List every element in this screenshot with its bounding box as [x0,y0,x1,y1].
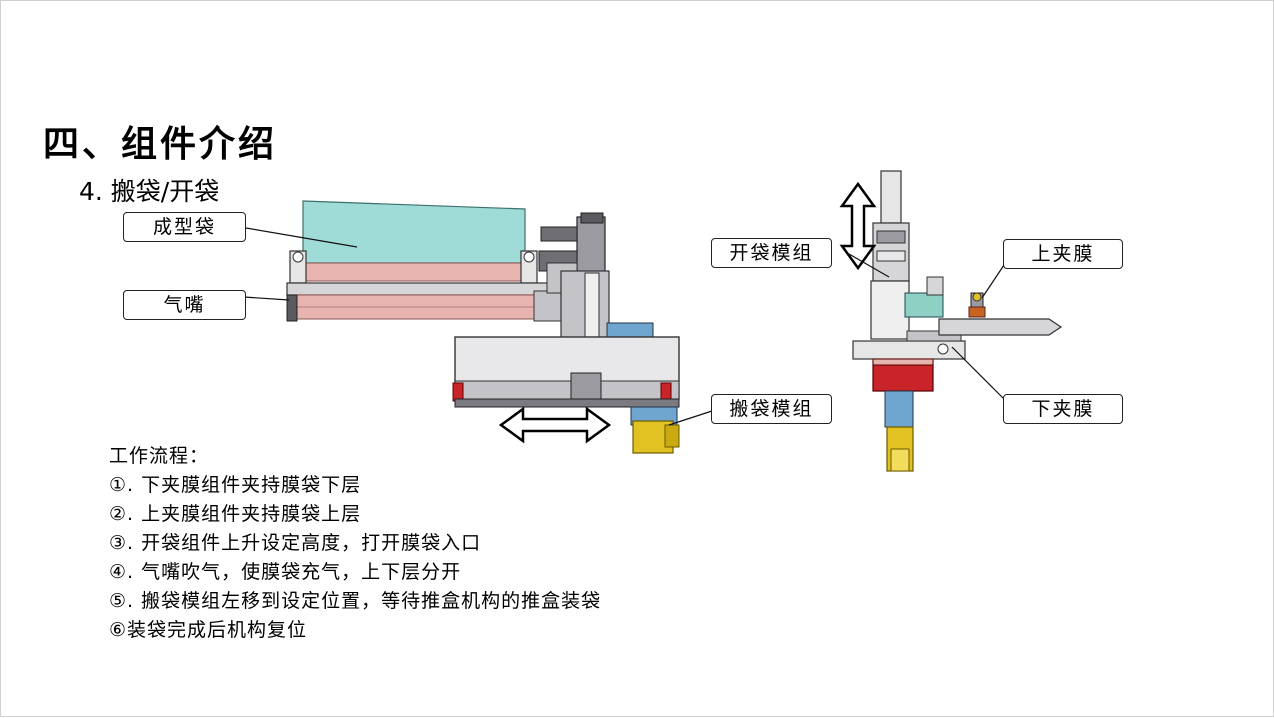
callout-bag-moving-module: 搬袋模组 [711,394,832,424]
workflow-step: ⑥装袋完成后机构复位 [109,619,308,641]
workflow-step: ②. 上夹膜组件夹持膜袋上层 [109,503,362,525]
callout-air-nozzle: 气嘴 [123,290,246,320]
workflow-section: 工作流程： ①. 下夹膜组件夹持膜袋下层 ②. 上夹膜组件夹持膜袋上层 ③. 开… [109,442,601,645]
callout-forming-bag: 成型袋 [123,212,246,242]
vertical-arrow-icon [839,181,877,271]
workflow-step: ④. 气嘴吹气，使膜袋充气，上下层分开 [109,561,462,583]
page-title: 四、组件介绍 [43,123,278,165]
horizontal-arrow-icon [498,406,612,444]
bag-opening-assembly [852,170,1063,472]
callout-lower-film-clamp: 下夹膜 [1003,394,1123,424]
leader-lines [243,227,1005,426]
workflow-step: ①. 下夹膜组件夹持膜袋下层 [109,474,362,496]
workflow-step: ⑤. 搬袋模组左移到设定位置，等待推盒机构的推盒装袋 [109,590,602,612]
callout-bag-opening-module: 开袋模组 [711,238,832,268]
workflow-heading: 工作流程： [109,445,210,467]
callout-upper-film-clamp: 上夹膜 [1003,239,1123,269]
workflow-step: ③. 开袋组件上升设定高度，打开膜袋入口 [109,532,482,554]
bag-moving-assembly [286,200,680,454]
section-subtitle: 4. 搬袋/开袋 [79,177,220,206]
forming-bag-shape [302,200,526,264]
